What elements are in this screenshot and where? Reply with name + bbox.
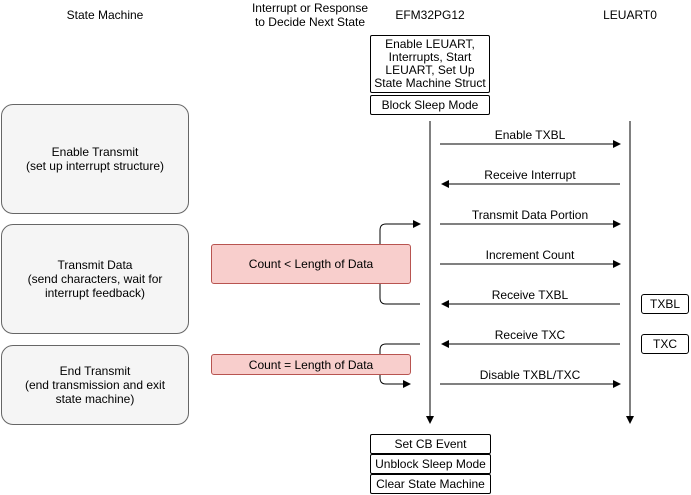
setup-box: Enable LEUART, Interrupts, Start LEUART,… (370, 35, 490, 93)
block-sleep-box: Block Sleep Mode (370, 95, 490, 115)
condition-count-equal: Count = Length of Data (211, 354, 411, 375)
state-end-transmit-desc-1: (end transmission and exit (24, 378, 166, 392)
header-interrupt-line-2: to Decide Next State (254, 15, 366, 29)
state-transmit-data-desc-2: interrupt feedback) (44, 286, 146, 300)
msg-disable-txbl-txc: Disable TXBL/TXC (479, 368, 581, 382)
msg-receive-txc: Receive TXC (494, 328, 566, 342)
msg-receive-txbl: Receive TXBL (491, 288, 569, 302)
header-interrupt-line-1: Interrupt or Response (251, 1, 369, 15)
header-interrupt: Interrupt or Response to Decide Next Sta… (240, 1, 380, 29)
unblock-sleep-box: Unblock Sleep Mode (370, 454, 491, 474)
state-end-transmit-title: End Transmit (59, 364, 131, 378)
condition-count-less: Count < Length of Data (211, 244, 411, 284)
state-transmit-data-desc-1: (send characters, wait for (27, 272, 163, 286)
msg-transmit-data-portion: Transmit Data Portion (471, 208, 589, 222)
header-mcu: EFM32PG12 (395, 8, 465, 22)
setup-line-2: Interrupts, Start (388, 50, 472, 64)
setup-line-4: State Machine Struct (374, 76, 486, 90)
state-enable-transmit-title: Enable Transmit (51, 145, 139, 159)
header-peripheral: LEUART0 (603, 8, 657, 22)
msg-enable-txbl: Enable TXBL (494, 128, 566, 142)
setup-line-3: LEUART, Set Up (385, 63, 475, 77)
msg-increment-count: Increment Count (485, 248, 575, 262)
clear-state-machine-box: Clear State Machine (370, 474, 491, 494)
state-enable-transmit: Enable Transmit (set up interrupt struct… (1, 104, 189, 214)
state-transmit-data: Transmit Data (send characters, wait for… (1, 224, 189, 334)
set-cb-event-box: Set CB Event (370, 434, 491, 454)
header-state-machine: State Machine (66, 8, 144, 22)
side-label-txc: TXC (641, 334, 689, 354)
msg-receive-interrupt: Receive Interrupt (484, 168, 576, 182)
state-enable-transmit-desc: (set up interrupt structure) (25, 159, 165, 173)
setup-line-1: Enable LEUART, (385, 37, 475, 51)
side-label-txbl: TXBL (641, 294, 689, 314)
state-transmit-data-title: Transmit Data (57, 258, 133, 272)
state-end-transmit: End Transmit (end transmission and exit … (1, 345, 189, 425)
state-end-transmit-desc-2: state machine) (55, 392, 135, 406)
